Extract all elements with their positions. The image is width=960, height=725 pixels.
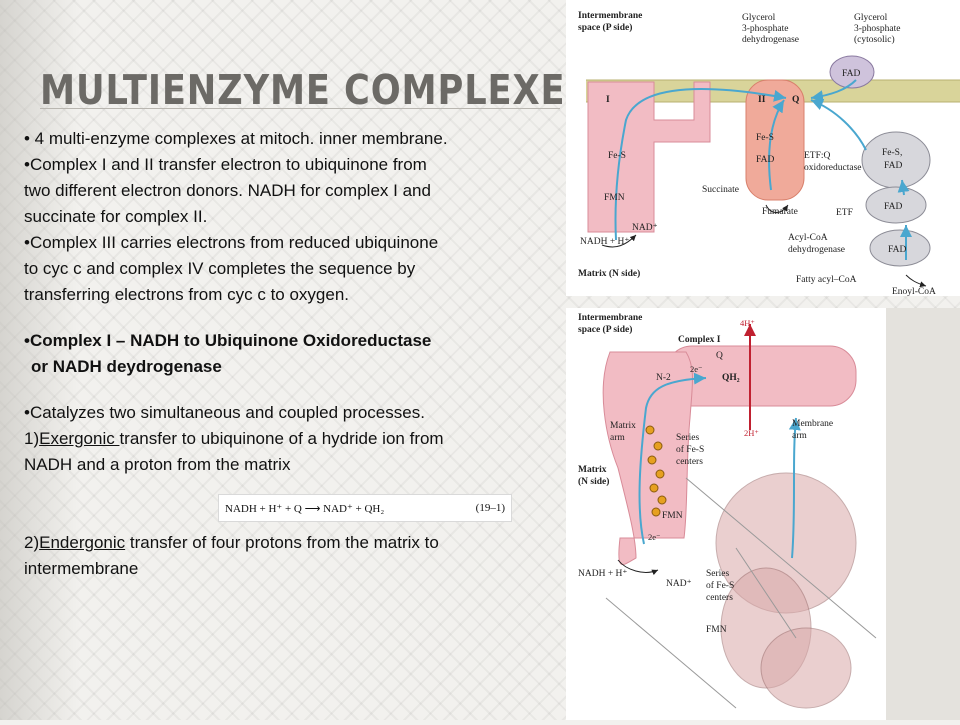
- membrane-arm-shape: [665, 345, 857, 407]
- bullet-complex-3-4-line3: transferring electrons from cyc c to oxy…: [24, 285, 350, 304]
- fig1-etfq-line2: oxidoreductase: [804, 163, 862, 173]
- complex-2-shape: [745, 79, 805, 201]
- fig1-complex2-fad: FAD: [756, 155, 774, 165]
- bullet-exergonic-line2: NADH and a proton from the matrix: [24, 455, 291, 474]
- fig1-acyl-line1: Acyl-CoA: [788, 233, 828, 243]
- slide-left-shade: [0, 0, 80, 720]
- fig1-q: Q: [792, 95, 799, 105]
- fig1-fad-top: FAD: [842, 69, 860, 79]
- equation-number: (19–1): [475, 502, 505, 514]
- fig1-g3pdh-line3: dehydrogenase: [742, 35, 799, 45]
- matrix-arm-shape: [602, 351, 693, 565]
- fig1-fmn: FMN: [604, 193, 625, 203]
- fig2-2h: 2H⁺: [744, 428, 759, 438]
- reaction-equation: NADH + H⁺ + Q ⟶ NAD⁺ + QH₂ (19–1): [218, 494, 512, 522]
- fig2-n2: N-2: [656, 373, 671, 383]
- fig2-4h: 4H⁺: [740, 318, 755, 328]
- fig2-matrix-arm-line2: arm: [610, 433, 625, 443]
- fig2-fmn2: FMN: [706, 625, 727, 635]
- fig1-fumarate: Fumarate: [762, 207, 798, 217]
- fig1-intermembrane-label: Intermembrane: [578, 11, 642, 21]
- fig1-g3p-line1: Glycerol: [854, 13, 888, 23]
- fig2-matrix-line1: Matrix: [578, 465, 607, 475]
- electron-entry-diagram: Intermembrane space (P side) Glycerol 3-…: [578, 11, 960, 297]
- bullet-complex-1-2-line2: two different electron donors. NADH for …: [24, 181, 431, 200]
- fig1-etfq-fad: FAD: [884, 161, 902, 171]
- fig1-etf-fad: FAD: [884, 202, 902, 212]
- fig1-enoyl: Enoyl-CoA: [892, 287, 936, 296]
- fes-centers: [645, 425, 667, 517]
- complex-1-figure: Intermembrane space (P side) Complex I 4…: [566, 308, 886, 720]
- fig1-complex-2: II: [758, 95, 766, 105]
- fig2-membrane-line1: Membrane: [792, 419, 833, 429]
- complex-1-ribbon-structure: [715, 472, 857, 709]
- bullet-exergonic-line1: 1)Exergonic transfer to ubiquinone of a …: [24, 429, 444, 448]
- fig2-series2-line2: of Fe-S: [706, 580, 734, 591]
- fig2-intermembrane-label: Intermembrane: [578, 313, 642, 323]
- fig2-intermembrane-side: space (P side): [578, 324, 632, 335]
- fig2-2e-bottom: 2e⁻: [648, 532, 661, 542]
- fig2-nadh: NADH + H⁺: [578, 569, 627, 579]
- bullet-endergonic-line1: 2)Endergonic transfer of four protons fr…: [24, 533, 439, 552]
- bullet-complex-1-2-line3: succinate for complex II.: [24, 207, 208, 226]
- fig1-nadh: NADH + H⁺: [580, 237, 629, 247]
- fig2-matrix-arm-line1: Matrix: [610, 421, 636, 431]
- fig2-matrix-line2: (N side): [578, 476, 609, 487]
- bullet-complex-3-4-line1: •Complex III carries electrons from redu…: [24, 233, 439, 252]
- slide-body: • 4 multi-enzyme complexes at mitoch. in…: [24, 126, 569, 582]
- fig2-membrane-line2: arm: [792, 431, 807, 441]
- fig1-complex-1: I: [606, 95, 610, 105]
- figure-right-margin: [886, 308, 960, 720]
- bullet-coupled-processes: •Catalyzes two simultaneous and coupled …: [24, 403, 425, 422]
- fig1-g3p-line3: (cytosolic): [854, 34, 895, 45]
- fig2-nad: NAD⁺: [666, 579, 692, 589]
- bullet-complex-1-heading-line2: or NADH deydrogenase: [31, 357, 222, 376]
- fig1-acyl-line2: dehydrogenase: [788, 245, 845, 255]
- electron-entry-figure: Intermembrane space (P side) Glycerol 3-…: [566, 0, 960, 297]
- bullet-endergonic-line2: intermembrane: [24, 559, 139, 578]
- fig1-etfq-line1: ETF:Q: [804, 151, 831, 161]
- fig1-etfq-fes: Fe-S,: [882, 148, 902, 158]
- bullet-complex-1-heading-line1: •Complex I – NADH to Ubiquinone Oxidored…: [24, 331, 432, 350]
- fig1-g3p-line2: 3-phosphate: [854, 24, 900, 34]
- bullet-complex-1-2-line1: •Complex I and II transfer electron to u…: [24, 155, 427, 174]
- fig1-complex1-fes: Fe-S: [608, 151, 626, 161]
- fig1-fatty-acyl: Fatty acyl–CoA: [796, 275, 857, 285]
- fig1-etf: ETF: [836, 208, 853, 218]
- endergonic-term: Endergonic: [39, 533, 126, 552]
- complex-1-shape: [587, 81, 711, 233]
- bullet-complex-count: • 4 multi-enzyme complexes at mitoch. in…: [24, 129, 448, 148]
- fig1-intermembrane-side: space (P side): [578, 22, 632, 33]
- fig2-series-line2: of Fe-S: [676, 444, 704, 455]
- fig1-acyl-fad: FAD: [888, 245, 906, 255]
- fig2-series2-line1: Series: [706, 569, 730, 579]
- fig2-fmn: FMN: [662, 511, 683, 521]
- fig2-q: Q: [716, 351, 723, 361]
- fig2-complex-1: Complex I: [678, 335, 721, 345]
- fig1-matrix-label: Matrix (N side): [578, 268, 640, 279]
- fig2-series2-line3: centers: [706, 593, 733, 603]
- fig2-qh2: QH₂: [722, 373, 740, 383]
- fig2-series-line3: centers: [676, 457, 703, 467]
- fig1-nad: NAD⁺: [632, 223, 658, 233]
- title-underline: [40, 108, 560, 109]
- fig2-2e-top: 2e⁻: [690, 364, 703, 374]
- complex-1-diagram: Intermembrane space (P side) Complex I 4…: [578, 313, 877, 709]
- fig1-g3pdh-line2: 3-phosphate: [742, 24, 788, 34]
- fig1-complex2-fes: Fe-S: [756, 133, 774, 143]
- slide-title: Multienzyme complexes: [40, 66, 592, 114]
- fig1-g3pdh-line1: Glycerol: [742, 13, 776, 23]
- fig1-succinate: Succinate: [702, 185, 739, 195]
- equation-text: NADH + H⁺ + Q ⟶ NAD⁺ + QH₂: [225, 503, 385, 515]
- exergonic-term: Exergonic: [39, 429, 120, 448]
- bullet-complex-3-4-line2: to cyc c and complex IV completes the se…: [24, 259, 416, 278]
- fig2-series-line1: Series: [676, 433, 700, 443]
